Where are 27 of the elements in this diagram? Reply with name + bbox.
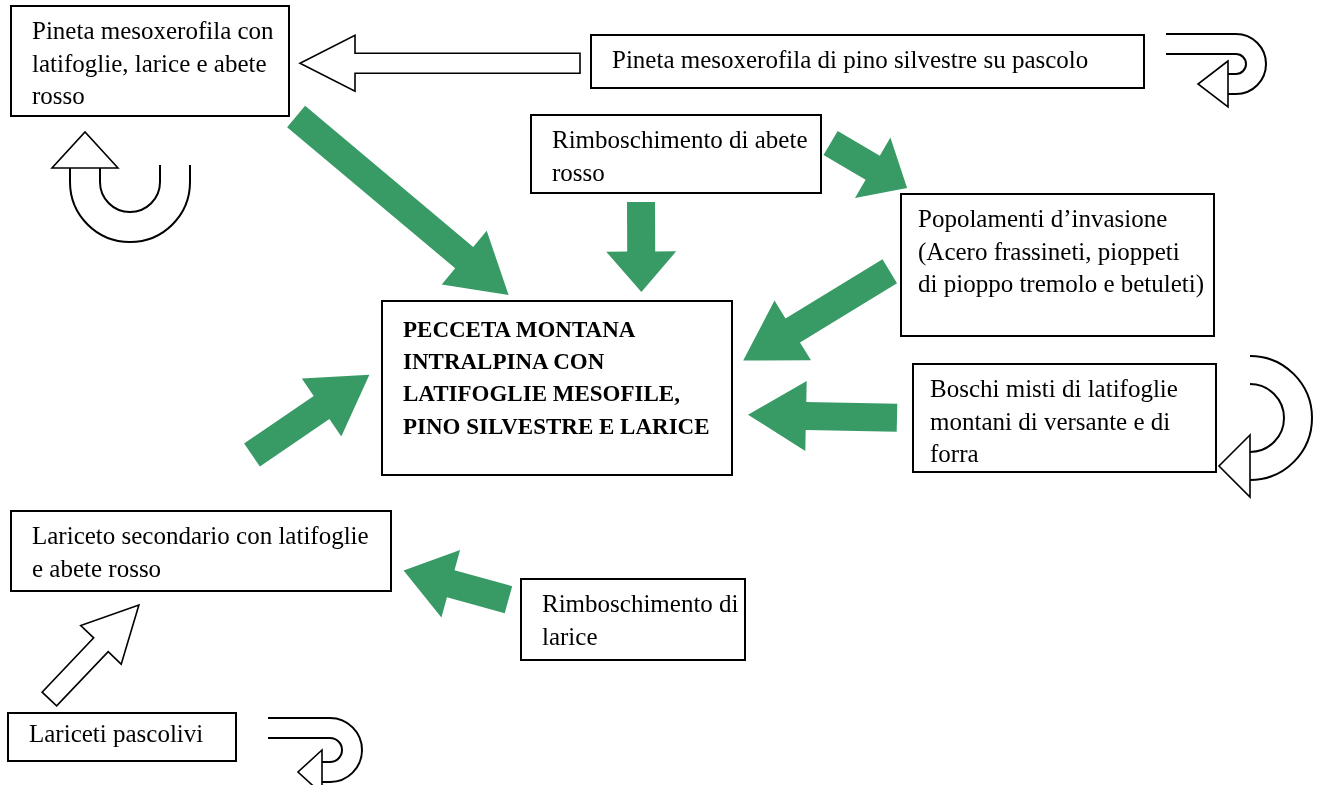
box-text: Pineta mesoxerofila di pino silvestre su pascolo — [612, 45, 1090, 75]
main-box-text: PECCETA MONTANA INTRALPINA CON LATIFOGLIE MESOFILE, PINO SILVESTRE E LARICE — [403, 316, 711, 441]
box-text: Pineta mesoxerofila con latifoglie, larice e abete rosso — [32, 16, 275, 111]
block-arrow — [287, 105, 509, 295]
process-box — [912, 363, 1217, 473]
process-box — [590, 34, 1145, 89]
box-text: Lariceti pascolivi — [29, 719, 205, 749]
block-arrow — [606, 201, 677, 292]
box-text: Popolamenti d’invasione (Acero frassineti, pioppeti di pioppo tremolo e betuleti) — [918, 204, 1205, 299]
box-text: Lariceto secondario con latifoglie e abete rosso — [32, 521, 370, 584]
box-text: Rimboschimento di larice — [542, 589, 740, 652]
block-arrow — [40, 603, 141, 708]
block-arrow — [748, 380, 898, 451]
block-arrow — [298, 33, 581, 93]
block-arrow — [403, 550, 513, 618]
process-box — [10, 510, 392, 592]
process-box — [530, 114, 822, 194]
main-box — [381, 300, 733, 476]
block-arrow — [244, 374, 370, 467]
box-text: Rimboschimento di abete rosso — [552, 125, 809, 188]
process-box — [520, 578, 746, 661]
process-box — [900, 193, 1215, 337]
process-box — [7, 712, 237, 762]
box-text: Boschi misti di latifoglie montani di versante e di forra — [930, 374, 1179, 469]
block-arrow — [823, 131, 908, 198]
process-box — [10, 5, 290, 117]
block-arrow — [743, 259, 897, 361]
